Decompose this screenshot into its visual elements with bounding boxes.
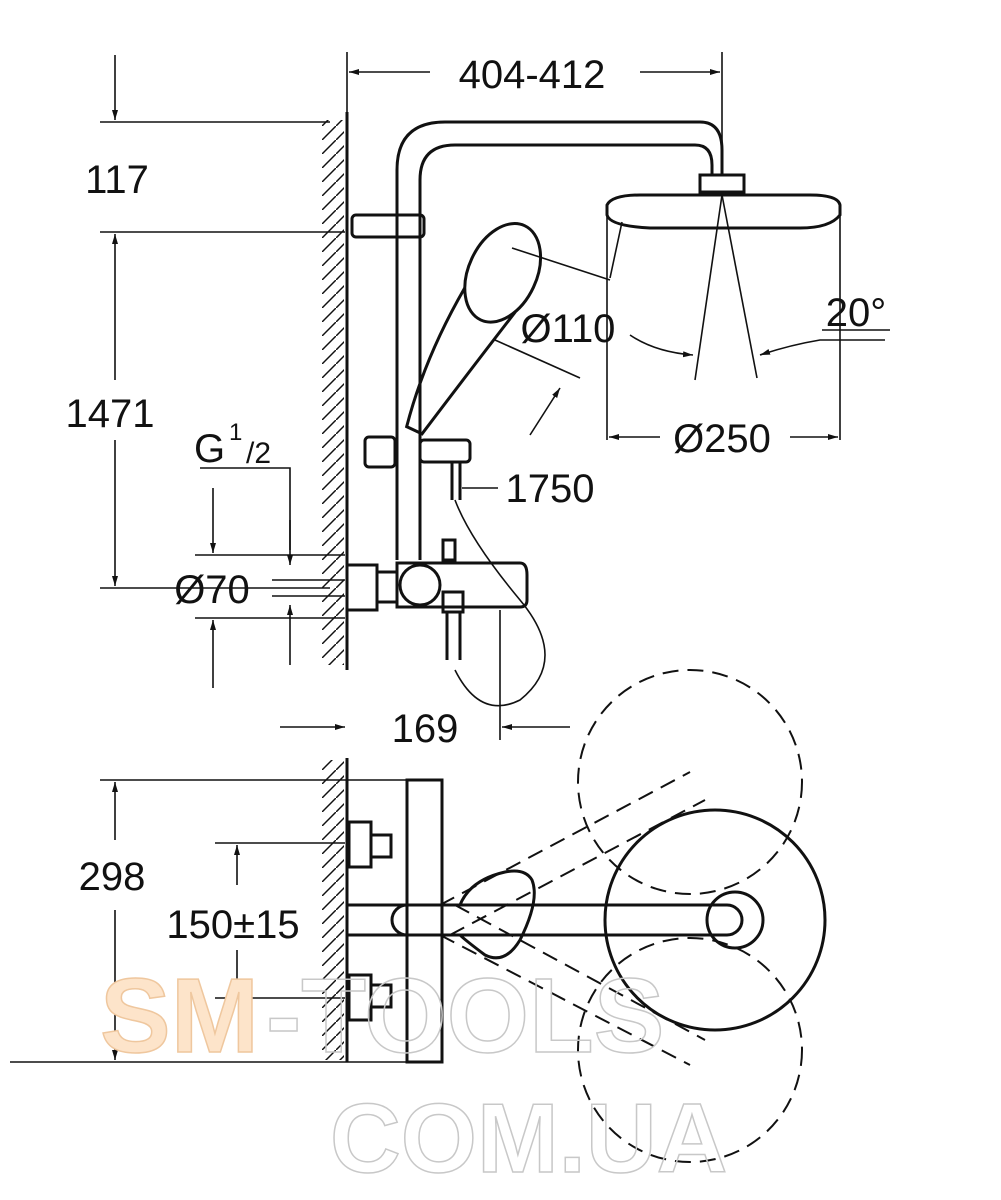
wall-hatching: [322, 120, 344, 665]
height-label: 1471: [66, 392, 155, 436]
total-depth-label: 298: [79, 855, 146, 899]
thread-g-label: G: [194, 427, 225, 471]
thread-numerator: 1: [229, 419, 242, 446]
head-diameter-label: Ø250: [673, 417, 771, 461]
rosette-diameter-label: Ø70: [174, 568, 250, 612]
top-view: 298 150±15: [10, 669, 827, 1163]
watermark-sm: SM: [100, 957, 259, 1075]
thread-denominator: /2: [246, 437, 271, 470]
arm-length-label: 404-412: [459, 53, 606, 97]
hand-shower-diameter-label: Ø110: [521, 307, 616, 351]
inlet-spacing-label: 150±15: [166, 903, 299, 947]
hose-length-label: 1750: [506, 467, 595, 511]
mixer-projection-label: 169: [392, 707, 459, 751]
head-angle-label: 20°: [826, 291, 887, 335]
watermark-domain: COM.UA: [330, 1083, 727, 1193]
watermark: SM -TOOLS COM.UA: [99, 956, 728, 1194]
watermark-tools: -TOOLS: [266, 957, 664, 1075]
top-offset-label: 117: [85, 158, 149, 202]
front-view: 404-412 117 1471 G 1 /2 Ø70 Ø110 20° Ø25…: [66, 52, 890, 751]
